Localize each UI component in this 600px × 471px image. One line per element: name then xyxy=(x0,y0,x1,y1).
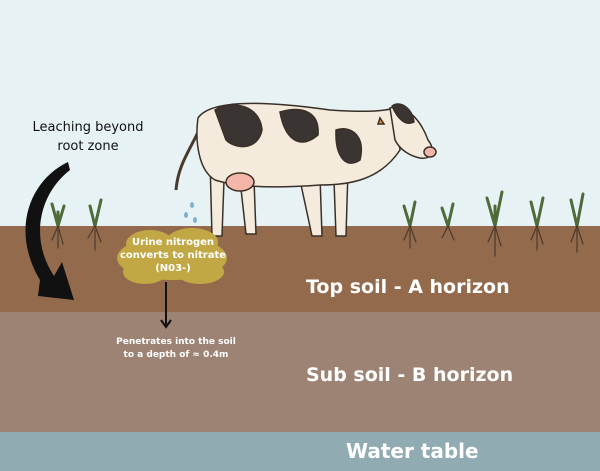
sub-soil-layer xyxy=(0,312,600,432)
water-table-label: Water table xyxy=(346,439,479,463)
cloud-line-2: converts to nitrate xyxy=(119,250,227,261)
cloud-label: Urine nitrogen converts to nitrate (N03-… xyxy=(118,236,228,275)
water-table-layer xyxy=(0,432,600,471)
urine-drops xyxy=(184,202,197,223)
cloud-line-3: (N03-) xyxy=(155,263,191,274)
sub-soil-label: Sub soil - B horizon xyxy=(306,364,514,386)
cloud-line-1: Urine nitrogen xyxy=(131,237,215,248)
penetrate-line-2: to a depth of ≈ 0.4m xyxy=(123,350,229,360)
leaching-line-2: root zone xyxy=(57,139,119,154)
plant-icon xyxy=(569,192,585,253)
leaching-arrow xyxy=(25,162,74,300)
plant-icon xyxy=(529,196,545,251)
penetrate-line-1: Penetrates into the soil xyxy=(116,337,236,347)
cow-illustration xyxy=(174,102,437,237)
penetration-label: Penetrates into the soil to a depth of ≈… xyxy=(96,336,256,362)
plant-icons xyxy=(50,190,585,257)
top-soil-label: Top soil - A horizon xyxy=(306,276,510,298)
down-arrow xyxy=(160,282,172,329)
nitrate-cloud xyxy=(117,228,227,284)
plant-icon xyxy=(402,200,417,249)
plant-icon xyxy=(440,202,455,241)
plant-icon xyxy=(485,190,504,257)
plant-icon xyxy=(87,198,103,251)
plant-icon xyxy=(50,202,66,249)
leaching-label: Leaching beyond root zone xyxy=(18,118,158,156)
leaching-line-1: Leaching beyond xyxy=(32,120,144,135)
